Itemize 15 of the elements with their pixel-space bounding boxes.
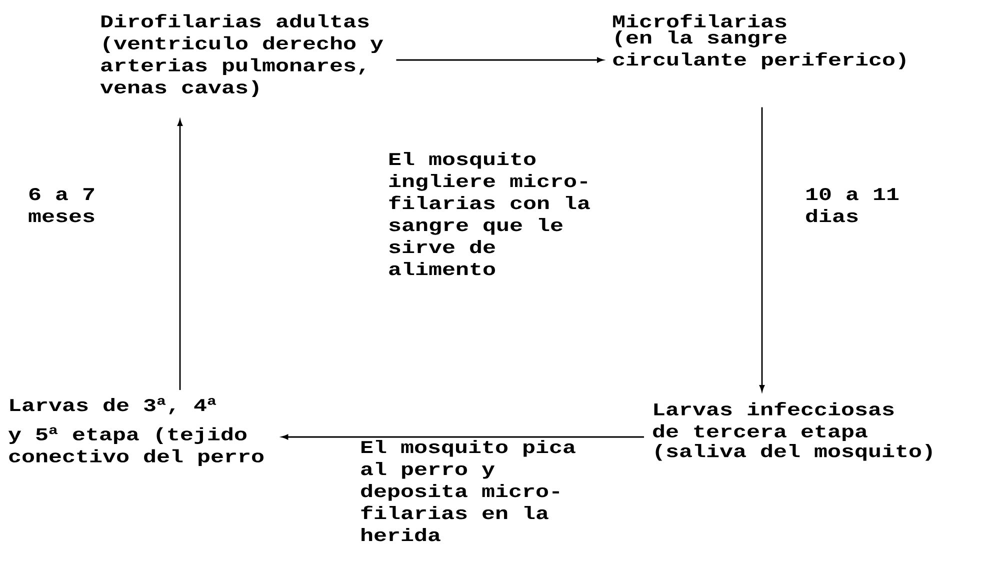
note-text: El mosquito ingliere micro- filarias con la sangre que le sirve de alimento	[389, 152, 590, 276]
node-text: (saliva del mosquito)	[656, 444, 932, 461]
edge-label: El mosquito pica al perro y deposita micro- filarias en la herida	[361, 440, 576, 542]
node-text: Microfilarias	[613, 14, 786, 28]
edge-label: 10 a 11 dias	[806, 188, 899, 222]
node-text: (en la sangre circulante periferico)	[613, 30, 906, 70]
arrow	[177, 120, 183, 390]
edge-label: 6 a 7 meses	[28, 188, 94, 222]
node-text: Dirofilarias adultas (ventriculo derecho y arterias pulmonares, venas cavas)	[100, 14, 384, 98]
arrow	[759, 107, 765, 392]
node-text: Larvas infecciosas de tercera etapa	[653, 402, 894, 442]
arrow	[396, 57, 604, 63]
arrow	[282, 434, 644, 440]
node-text: y 5$^{a}$ etapa (tejido conectivo del perro	[8, 427, 264, 466]
node-text: Larvas de 3$^{a}$, 4$^{a}$	[10, 398, 216, 414]
